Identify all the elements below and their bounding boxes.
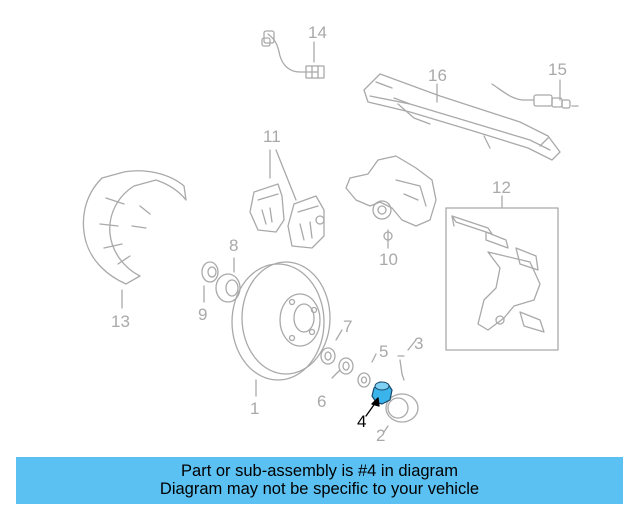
part-label-2[interactable]: 2 (376, 426, 386, 445)
hardware-drawing (320, 329, 377, 388)
brake-rotor-drawing (231, 261, 331, 397)
parts-diagram: 14 16 15 11 12 8 10 9 13 7 3 5 6 1 4 2 (82, 23, 579, 445)
banner-line-part: Part or sub-assembly is #4 in diagram (181, 462, 458, 480)
dust-shield-drawing (82, 170, 187, 309)
part-label-16[interactable]: 16 (428, 66, 447, 85)
caliper-carrier-drawing (445, 195, 559, 351)
part-label-10[interactable]: 10 (379, 250, 398, 269)
hub-cap-drawing (383, 393, 419, 433)
banner-line-disclaimer: Diagram may not be specific to your vehi… (159, 480, 480, 498)
part-label-5[interactable]: 5 (379, 342, 389, 361)
bearings-drawing (201, 257, 241, 303)
highlighted-part-4 (365, 381, 393, 417)
part-label-15[interactable]: 15 (548, 60, 567, 79)
part-label-8[interactable]: 8 (229, 236, 239, 255)
part-label-14[interactable]: 14 (308, 23, 327, 42)
part-label-9[interactable]: 9 (198, 305, 208, 324)
sensor-channel-drawing (363, 73, 561, 161)
brake-pads-drawing (249, 149, 325, 249)
brake-hose-drawing (261, 30, 325, 79)
part-label-4[interactable]: 4 (357, 412, 367, 431)
part-label-11[interactable]: 11 (263, 127, 281, 146)
caliper-drawing (345, 155, 437, 249)
wear-sensor-drawing (491, 79, 579, 109)
part-label-12[interactable]: 12 (492, 178, 511, 197)
part-label-13[interactable]: 13 (111, 312, 130, 331)
info-banner: Part or sub-assembly is #4 in diagram Di… (16, 457, 623, 504)
part-label-7[interactable]: 7 (343, 317, 353, 336)
part-label-3[interactable]: 3 (414, 334, 424, 353)
part-label-1[interactable]: 1 (250, 399, 260, 418)
diagram-drawing (82, 30, 579, 433)
part-label-6[interactable]: 6 (317, 392, 327, 411)
wheel-bolt-drawing (397, 339, 417, 381)
